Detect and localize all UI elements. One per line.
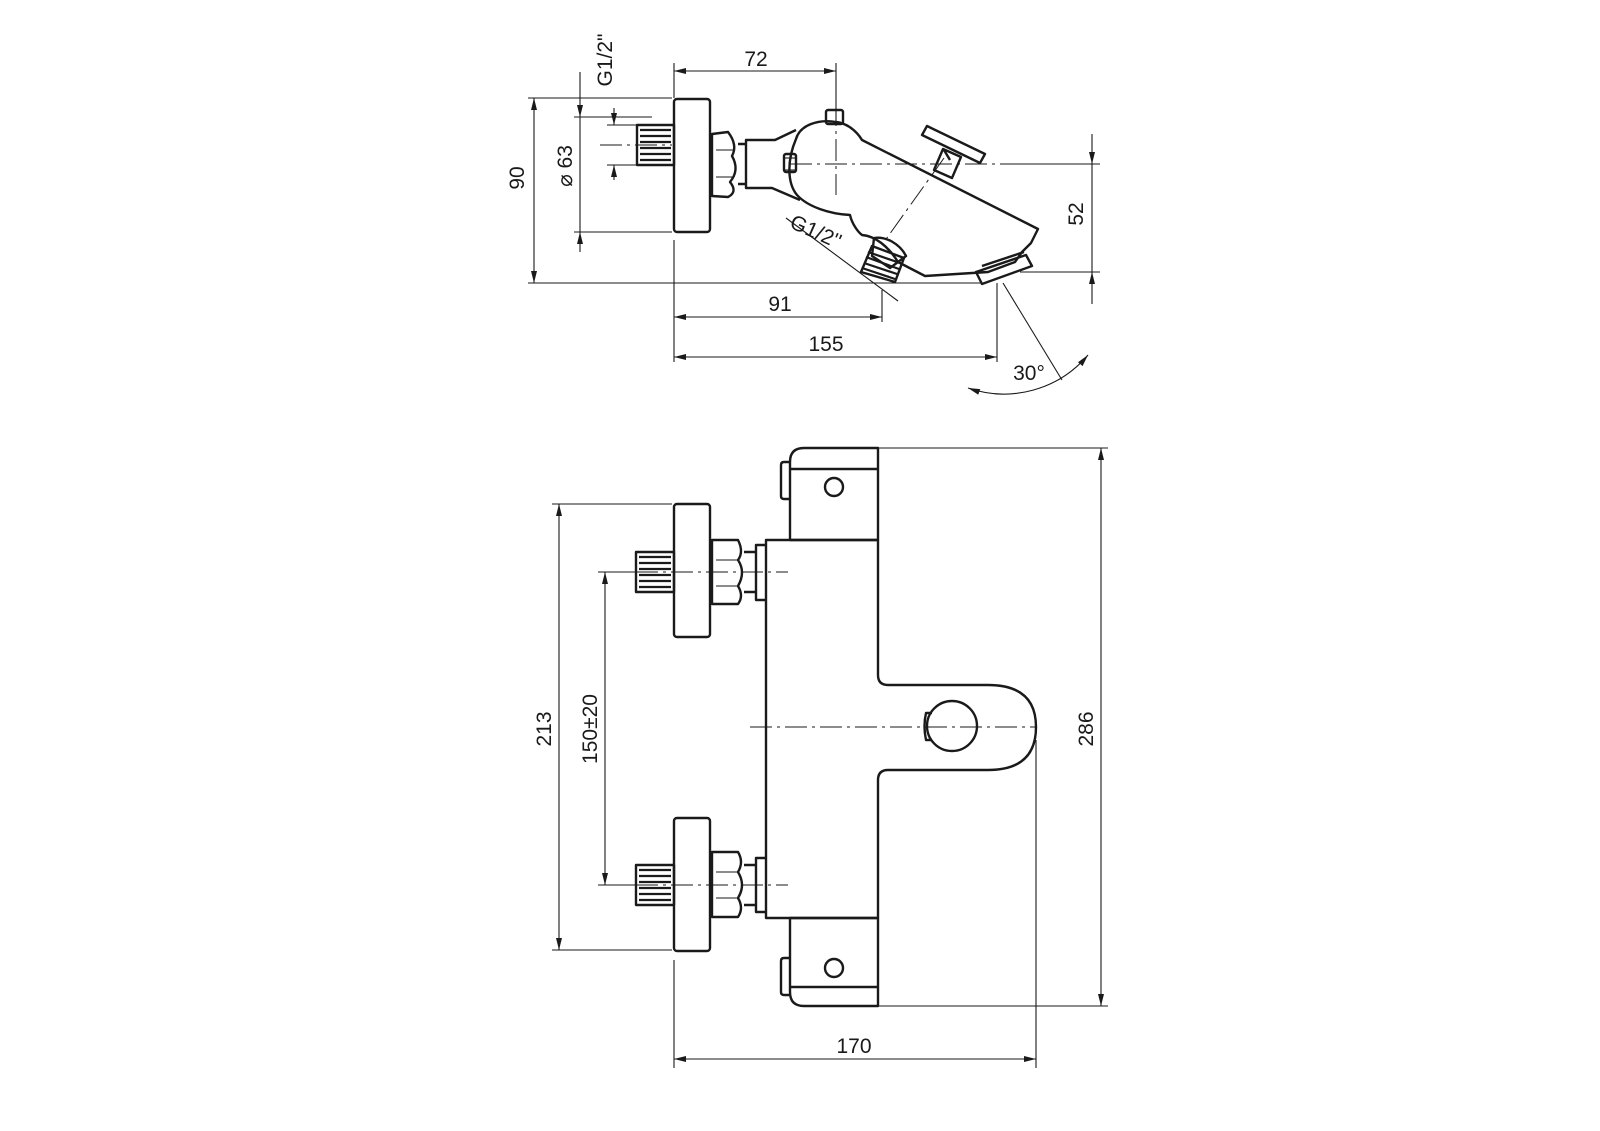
front-dimension-lines [556,448,1104,1062]
front-view: 213 150±20 286 170 [533,446,1108,1068]
side-inlet-thread [635,123,676,167]
dim-label-91: 91 [768,293,791,316]
side-bath-outlet-thread [859,236,908,284]
front-upper-inlet [634,502,766,639]
side-mixer-body [782,108,1040,278]
dim-label-286: 286 [1075,711,1098,746]
front-bottom-cap [779,916,880,1008]
dim-label-thread-inlet: G1/2" [594,34,617,87]
side-view: 72 90 ⌀ 63 G1/2" G1/2'' 52 91 155 30° [506,34,1100,395]
front-top-cap [779,446,880,542]
side-dimension-lines [531,68,1095,395]
side-outlet [974,250,1034,286]
front-diverter-knob [923,699,979,753]
side-union-nut [710,130,737,199]
side-diverter-lever [920,124,987,180]
front-mixer-body [764,538,1038,920]
dim-label-thread-outlet: G1/2'' [787,211,845,254]
dim-label-155: 155 [808,333,843,356]
dim-label-52: 52 [1065,202,1088,225]
dim-label-diameter-63: ⌀ 63 [554,145,577,187]
dim-label-170: 170 [836,1035,871,1058]
side-connector [738,128,801,202]
front-extension-lines [552,447,1108,1068]
dim-label-72: 72 [744,48,767,71]
side-wall-flange [672,97,712,234]
dim-label-90: 90 [506,166,529,189]
dim-label-angle-30: 30° [1013,362,1045,385]
front-lower-inlet [634,816,766,953]
dim-label-213: 213 [533,711,556,746]
dim-label-150-tolerance: 150±20 [579,694,602,764]
